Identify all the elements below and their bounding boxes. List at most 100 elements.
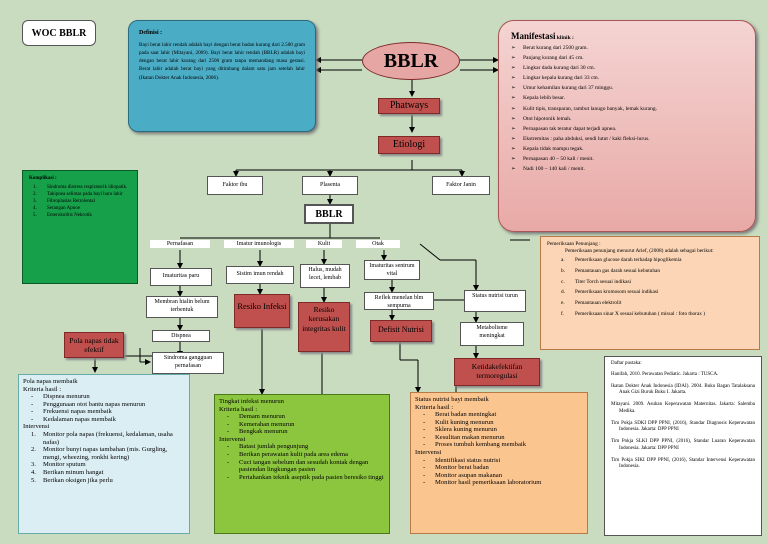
diagnosis-resiko-kulit: Resiko kerusakan integritas kulit: [298, 302, 350, 352]
pustaka-list: Hanifah, 2010. Perawatan Pediatic. Jakar…: [611, 372, 755, 471]
nutrisi-kriteria-item: - Berat badan meningkat: [415, 411, 583, 419]
metabolisme-label: Metabolisme meningkat: [476, 325, 508, 339]
nutrisi-intervensi-item-marker: -: [423, 471, 426, 479]
branch-imatur: Imatur imunologis: [224, 240, 294, 248]
nutrisi-intervensi-item-marker: -: [423, 456, 426, 464]
komplikasi-item: 2. Takipnea selintas pada bayi baru lahir: [29, 191, 131, 198]
manifestasi-item: ➢Panjang kurang dari 45 cm.: [511, 55, 743, 62]
pola-napas-outcome-box: Pola napas membaik Kriteria hasil : -Dis…: [18, 374, 190, 534]
diagnosis-resiko-infeksi-label: Resiko Infeksi: [237, 301, 287, 311]
pemeriksaan-item-marker: f.: [561, 311, 565, 318]
infeksi-intervensi-item-marker: -: [227, 458, 230, 466]
infeksi-intervensi-item: - Cuci tangan sebelum dan sesudah kontak …: [219, 459, 385, 474]
manifestasi-item-text: Pernapasan 40 – 50 kali / menit.: [523, 156, 594, 163]
faktor-janin-node: Faktor Janin: [432, 176, 490, 195]
komplikasi-list: 1.Sindroma distress respiratorik idiopat…: [29, 184, 131, 219]
pola-kriteria-item-text: Frekuensi napas membaik: [43, 408, 112, 416]
manifestasi-item-marker: ➢: [511, 75, 516, 82]
manifestasi-item: ➢Nadi 100 – 140 kali / menit.: [511, 166, 743, 173]
pemeriksaan-item-text: Titer Torch sesuai indikasi: [575, 278, 631, 285]
pemeriksaan-item-text: Pemantauan elektrolit: [575, 300, 622, 307]
manifestasi-item-text: Kepala lebih besar.: [523, 95, 565, 102]
bblr-center-label: BBLR: [383, 49, 439, 72]
refleks-label: Reflek menelan blm sempurna: [374, 295, 424, 309]
etiologi-label: Etiologi: [392, 139, 426, 150]
manifestasi-item-text: Otot hipotonik lemah.: [523, 115, 572, 122]
nutrisi-kriteria-item: -Kesulitan makan menurun: [415, 434, 583, 442]
diagnosis-defisit-nutrisi: Defisit Nutrisi: [370, 320, 432, 342]
infeksi-kriteria-item-marker: -: [227, 420, 230, 428]
infeksi-intervensi-item-text: Pertahankan teknik aseptik pada pasien b…: [239, 473, 384, 481]
imaturitas-saraf-label: Imaturitas sentrum vital: [369, 263, 415, 277]
infeksi-intervensi-item-marker: -: [227, 451, 230, 459]
nutrisi-intervensi-item-marker: -: [423, 479, 426, 487]
manifestasi-item-marker: ➢: [511, 146, 516, 153]
infeksi-kriteria-item: -Bengkak menurun: [219, 428, 385, 436]
pola-kriteria-item-marker: -: [31, 400, 34, 408]
pustaka-ref: Tim Pokja SIKI DPP PPNI, (2016), Standar…: [611, 457, 755, 470]
infeksi-intervensi-item-marker: -: [227, 473, 230, 481]
pola-kriteria-item: -Kedalaman napas membaik: [23, 416, 185, 424]
etiologi-node: Etiologi: [378, 136, 440, 154]
komplikasi-item-text: Takipnea selintas pada bayi baru lahir: [47, 192, 123, 197]
manifestasi-item: ➢ Kepala tidak mampu tegak.: [511, 146, 743, 153]
branch-pernafasan-label: Pernafasan: [166, 241, 194, 247]
dispnea-node: Dispnea: [152, 330, 210, 342]
komplikasi-item-marker: 1.: [33, 185, 37, 190]
infeksi-kriteria-item: -Demam menurun: [219, 413, 385, 421]
manifestasi-item: ➢Pernapasan tak teratur dapat terjadi ap…: [511, 126, 743, 133]
manifestasi-item: ➢Umur kehamilan kurang dari 37 minggu.: [511, 85, 743, 92]
pustaka-ref: Hanifah, 2010. Perawatan Pediatic. Jakar…: [611, 371, 719, 377]
infeksi-intervensi-item-text: Cuci tangan sebelum dan sesudah kontak d…: [239, 458, 369, 474]
pola-kriteria-item: - Penggunaan otot bantu napas menurun: [23, 401, 185, 409]
pemeriksaan-item-text: Pemeriksaan kromosom sesuai indikasi: [575, 289, 659, 296]
pemeriksaan-intro: Pemeriksaan penunjang menurut Arief, (20…: [565, 247, 714, 254]
manifestasi-heading-suffix: klinik :: [555, 35, 574, 41]
pola-title: Pola napas membaik: [23, 378, 78, 385]
pemeriksaan-item-marker: b.: [561, 267, 565, 274]
infeksi-kriteria-list: -Demam menurun-Kemerahan menurun-Bengkak…: [219, 413, 385, 436]
nutrisi-kriteria-item-text: Berat badan meningkat: [435, 411, 497, 419]
manifestasi-item-marker: ➢: [511, 115, 516, 122]
komplikasi-item: 5.Enterokolitis Nekrotik: [29, 212, 131, 219]
pustaka-ref: Tim Pokja SDKI DPP PPNI, (2016), Standar…: [611, 420, 755, 433]
nutrisi-kriteria-item-text: Kesulitan makan menurun: [435, 433, 505, 441]
infeksi-intervensi-item-text: Berikan perawatan kulit pada area edema: [239, 451, 348, 459]
nutrisi-outcome-box: Status nutrisi bayi membaik Kriteria has…: [410, 392, 588, 534]
page-title: WOC BBLR: [31, 27, 87, 39]
manifestasi-item-marker: ➢: [511, 156, 516, 163]
pola-intervensi-item-marker: 5.: [31, 476, 36, 484]
komplikasi-item-marker: 2.: [33, 192, 37, 197]
komplikasi-item-text: Serangan Apnoe: [47, 206, 80, 211]
kulit-halus-node: Halus, mudah lecet, lembab: [300, 264, 350, 288]
metabolisme-node: Metabolisme meningkat: [460, 322, 524, 346]
branch-otak: Otak: [356, 240, 400, 248]
dispnea-label: Dispnea: [171, 333, 191, 339]
infeksi-kriteria-item-text: Demam menurun: [239, 413, 285, 421]
infeksi-intervensi-item-text: Batasi jumlah pengunjung: [239, 443, 309, 451]
pustaka-ref: Ikatan Dokter Anak Indonesia (IDAI). 200…: [611, 383, 755, 396]
manifestasi-item-text: Nadi 100 – 140 kali / menit.: [523, 166, 585, 173]
sistem-imun-node: Sistim imun rendah: [226, 266, 294, 284]
pemeriksaan-item: d.Pemeriksaan kromosom sesuai indikasi: [547, 289, 753, 296]
pola-kriteria-item-text: Penggunaan otot bantu napas menurun: [43, 400, 146, 408]
manifestasi-item-text: Kepala tidak mampu tegak.: [523, 146, 584, 153]
manifestasi-item: ➢Lingkar dada kurang dari 30 cm.: [511, 65, 743, 72]
nutrisi-intervensi-item-text: Monitor berat badan: [435, 464, 489, 472]
manifestasi-item-text: Berat kurang dari 2500 gram.: [523, 44, 588, 51]
manifestasi-item-text: Lingkar dada kurang dari 30 cm.: [523, 64, 596, 71]
nutrisi-kriteria-item-marker: -: [423, 418, 426, 426]
manifestasi-heading-text: Manifestasi: [511, 31, 556, 41]
komplikasi-item-marker: 3.: [33, 199, 37, 204]
branch-imatur-label: Imatur imunologis: [236, 241, 282, 247]
nutrisi-kriteria-item: -Kulit kuning menurun: [415, 419, 583, 427]
imaturitas-paru-node: Imaturitas paru: [150, 268, 212, 286]
imaturitas-paru-label: Imaturitas paru: [162, 273, 200, 279]
pemeriksaan-item: a.Pemeriksaan glucose darah terhadap hip…: [547, 257, 753, 264]
nutrisi-kriteria-item-text: Proses tumbuh kembang membaik: [435, 441, 527, 449]
phatways-node: Phatways: [378, 98, 440, 114]
pemeriksaan-item-text: Pemeriksaan sinar X sesuai kebutuhan ( m…: [575, 311, 706, 318]
nutrisi-kriteria-item-marker: -: [423, 411, 426, 419]
plasenta-node: Plasenta: [302, 176, 358, 195]
diagnosis-resiko-kulit-label: Resiko kerusakan integritas kulit: [302, 305, 346, 333]
